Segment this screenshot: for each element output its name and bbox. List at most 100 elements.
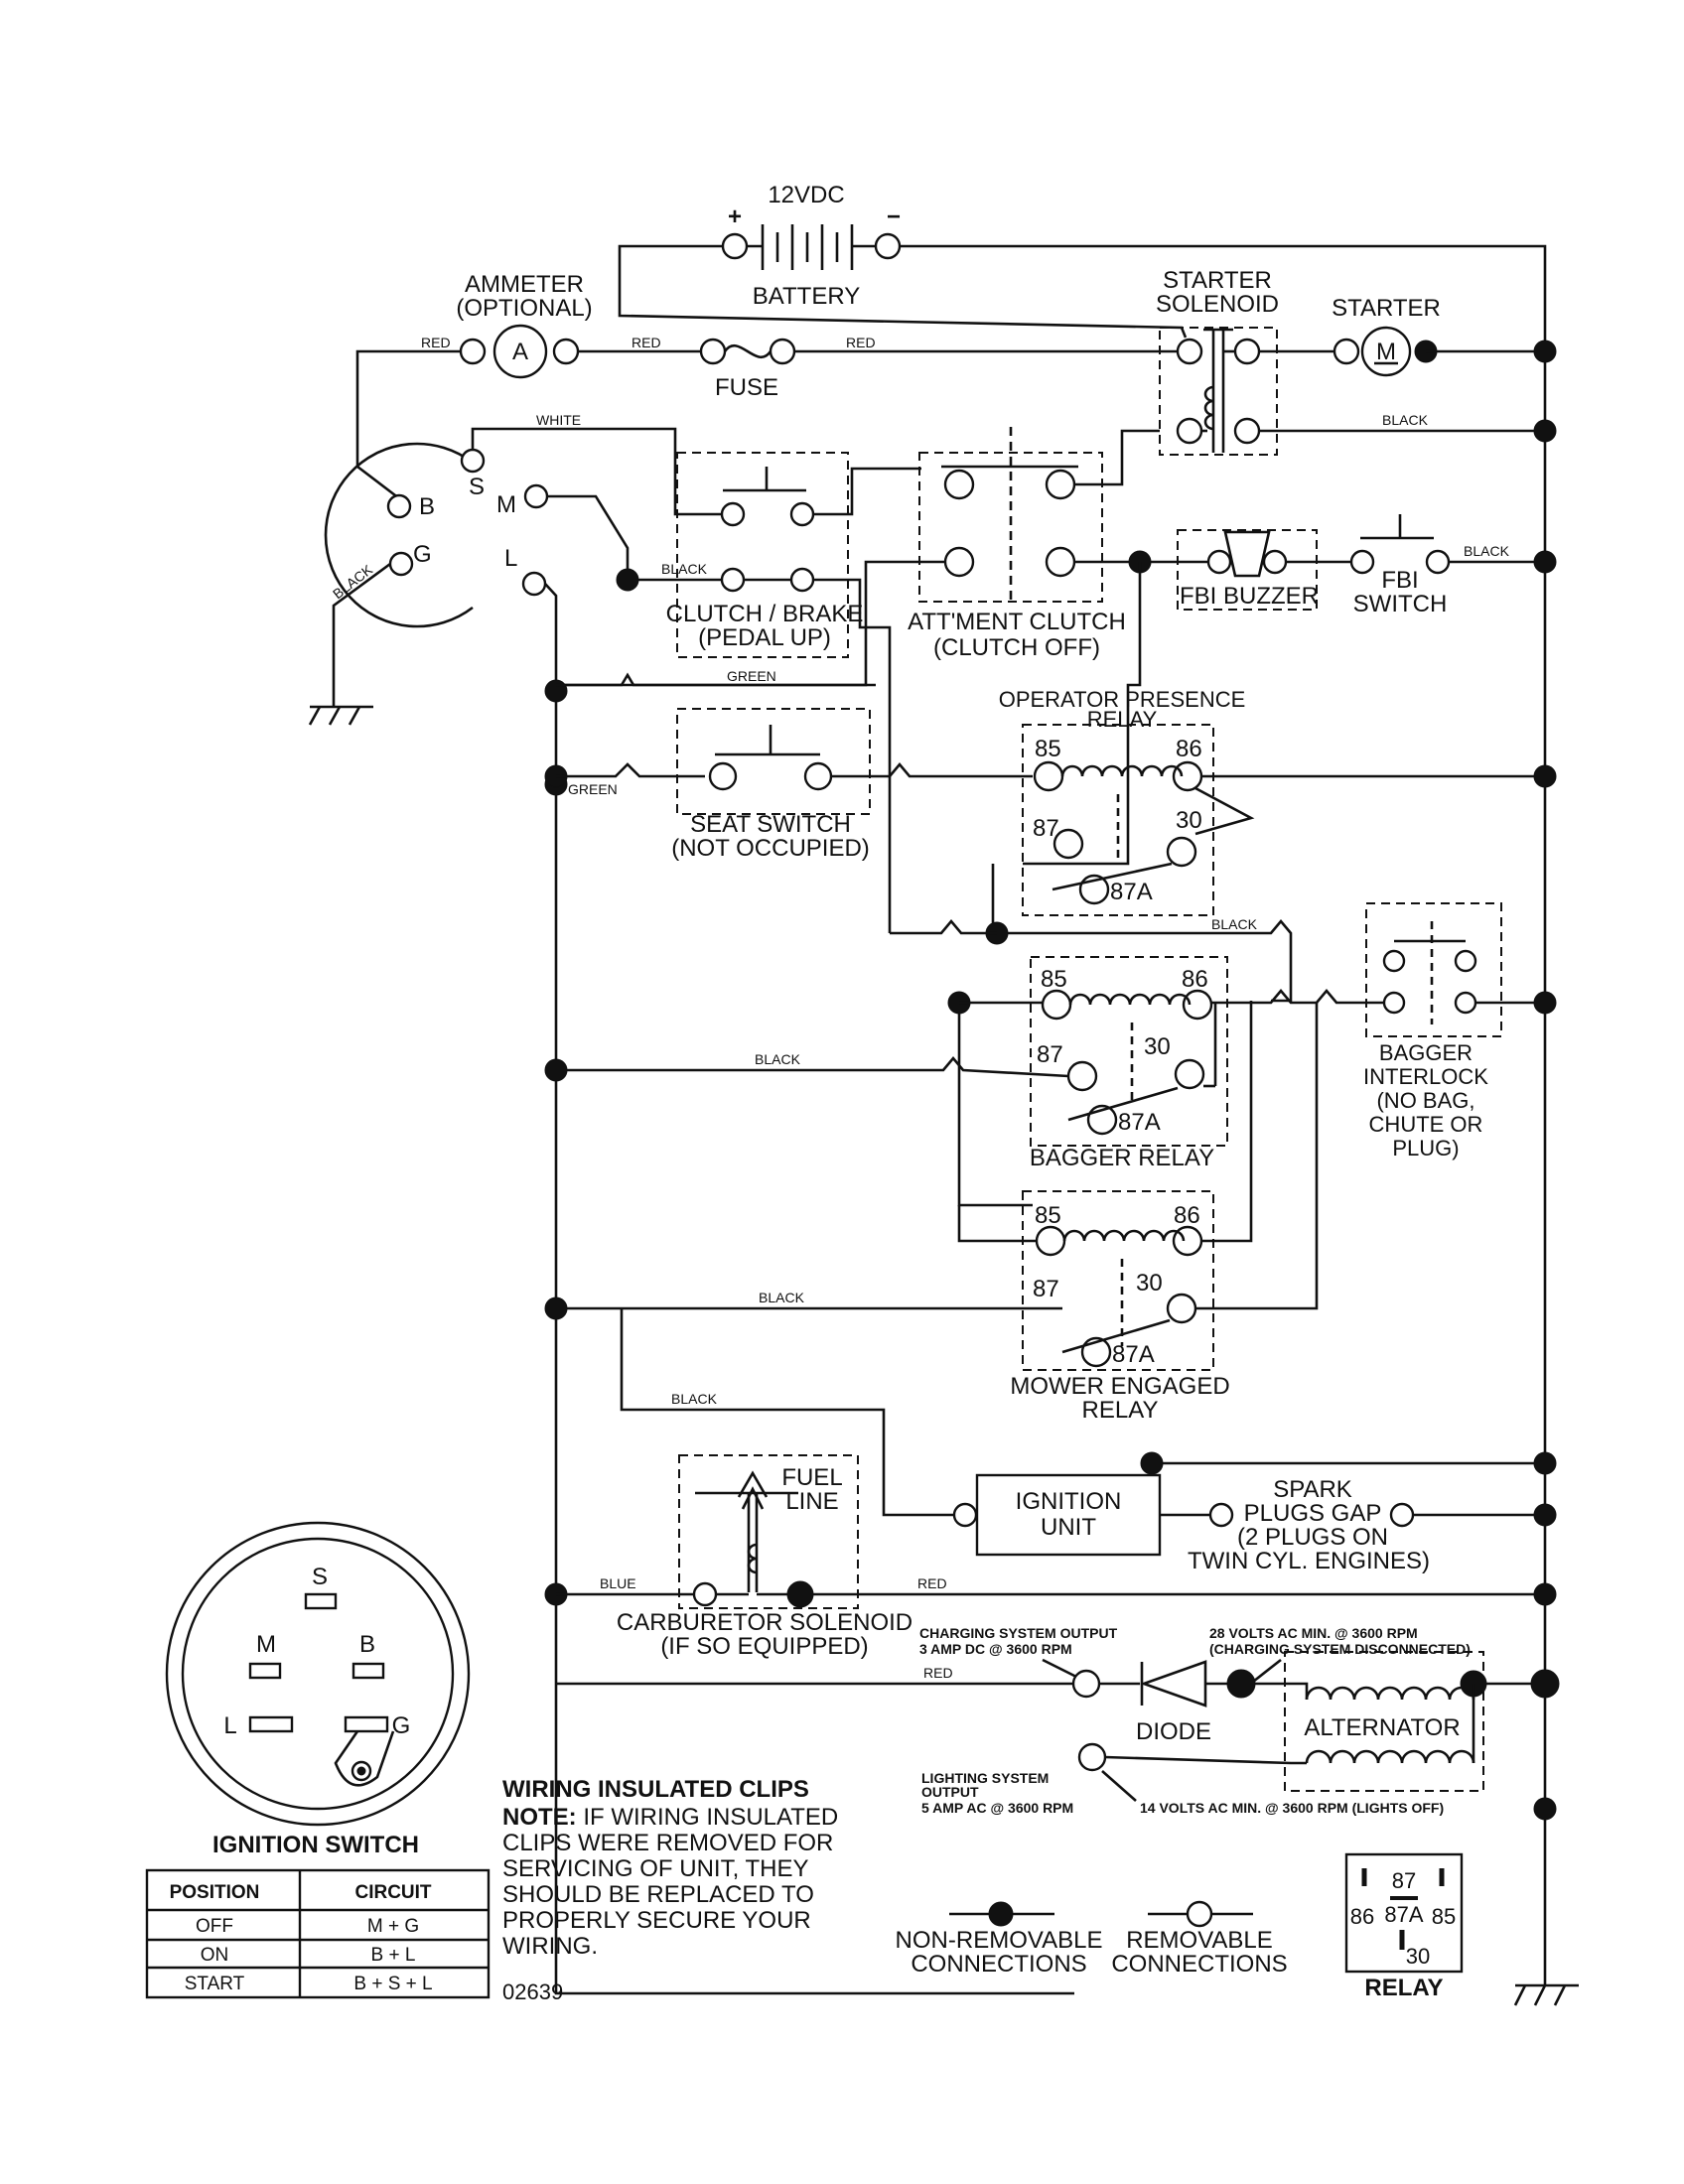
battery-voltage: 12VDC [768,182,844,208]
mower-relay-label-2: RELAY [1082,1397,1159,1424]
mower-pin-87a: 87A [1112,1341,1155,1368]
spark-plugs-label-4: TWIN CYL. ENGINES) [1188,1548,1430,1574]
wire-ground-bus [900,244,1547,1985]
battery-label: BATTERY [753,283,860,310]
carburetor-label: CARBURETOR SOLENOID [617,1609,912,1636]
seat-switch-label: SEAT SWITCH [690,811,851,838]
table-row-on-circuit: B + L [371,1945,416,1966]
wire-label-black-ignition: BLACK [671,1391,718,1407]
clips-note-line-5: PROPERLY SECURE YOUR [502,1907,811,1934]
wire-label-red-5: RED [923,1665,953,1681]
starter-solenoid-label: STARTER [1163,267,1272,294]
switch-face-l: L [223,1712,236,1739]
table-row-on-position: ON [201,1945,229,1966]
lighting-output-label-3: 5 AMP AC @ 3600 RPM [921,1800,1073,1816]
diode-label: DIODE [1136,1718,1211,1745]
alternator: ALTERNATOR [1284,1651,1484,1792]
wire-label-red-2: RED [632,335,661,350]
ignition-unit-label: IGNITION [1016,1488,1122,1515]
wire-label-green-2: GREEN [568,781,618,797]
fbi-switch-label-2: SWITCH [1353,591,1448,617]
bagger-interlock-label-4: CHUTE OR [1369,1112,1483,1137]
ignition-switch-schematic: S B M G L [324,442,549,628]
bagger-interlock-label-2: INTERLOCK [1363,1064,1488,1089]
operator-presence-relay: 85 86 87 30 87A OPERATOR PRESENCE RELAY [999,687,1246,916]
legend: NON-REMOVABLE CONNECTIONS REMOVABLE CONN… [896,1900,1288,1978]
ammeter-symbol: A [512,339,528,365]
relay-key-30: 30 [1406,1944,1430,1969]
attachment-clutch-switch: ATT'MENT CLUTCH (CLUTCH OFF) [908,427,1126,661]
fbi-switch-label: FBI [1381,567,1418,594]
mower-relay-label: MOWER ENGAGED [1010,1373,1229,1400]
starter-solenoid-label-2: SOLENOID [1156,291,1279,318]
fuse-label: FUSE [715,374,778,401]
mower-pin-85: 85 [1035,1202,1061,1229]
switch-face-b: B [359,1631,375,1658]
legend-removable-2: CONNECTIONS [1111,1951,1287,1978]
wire-label-black-opr: BLACK [1211,916,1258,932]
table-row-start-circuit: B + S + L [353,1974,432,1994]
bagger-relay-label: BAGGER RELAY [1030,1145,1214,1171]
wiring-clips-note: WIRING INSULATED CLIPS NOTE: IF WIRING I… [502,1776,838,2004]
mower-pin-86: 86 [1174,1202,1200,1229]
switch-face-g: G [392,1712,411,1739]
table-header-circuit: CIRCUIT [354,1882,431,1903]
diagram-number: 02639 [502,1979,563,2004]
attachment-clutch-label-2: (CLUTCH OFF) [933,634,1100,661]
opr-pin-86: 86 [1176,736,1202,762]
clips-note-line-1-text: IF WIRING INSULATED [577,1804,839,1831]
mower-pin-30: 30 [1136,1270,1163,1297]
spark-plugs: SPARK PLUGS GAP (2 PLUGS ON TWIN CYL. EN… [1188,1476,1430,1574]
legend-removable: REMOVABLE [1126,1927,1273,1954]
clips-note-line-1: NOTE: IF WIRING INSULATED [502,1804,838,1831]
carburetor-solenoid: FUEL LINE CARBURETOR SOLENOID (IF SO EQU… [617,1454,912,1660]
wire-label-white: WHITE [536,412,581,428]
ignition-unit-label-2: UNIT [1041,1514,1096,1541]
starter-label: STARTER [1332,295,1441,322]
table-row-off-circuit: M + G [367,1916,419,1937]
wire-label-black-bagger: BLACK [755,1051,801,1067]
ign-terminal-m: M [496,491,516,518]
clips-note-line-4: SHOULD BE REPLACED TO [502,1881,814,1908]
starter-motor-symbol: M [1376,339,1396,365]
carburetor-label-2: (IF SO EQUIPPED) [660,1633,868,1660]
battery-negative-terminal [874,232,902,260]
wire-label-black-starter: BLACK [1382,412,1429,428]
wire-battery-positive [618,244,1188,339]
battery-minus-sign: − [887,204,901,230]
opr-pin-30: 30 [1176,807,1202,834]
bagger-interlock: BAGGER INTERLOCK (NO BAG, CHUTE OR PLUG) [1363,902,1502,1160]
ammeter-label: AMMETER [465,271,584,298]
wire-label-green-1: GREEN [727,668,776,684]
bagger-pin-87: 87 [1037,1041,1063,1068]
wire-label-red-4: RED [917,1575,947,1591]
table-row-start-position: START [185,1974,245,1994]
wire-label-blue: BLUE [600,1575,636,1591]
mower-engaged-relay: 85 86 87 30 87A MOWER ENGAGED RELAY [1010,1190,1230,1424]
wire-label-black-clutch: BLACK [661,561,708,577]
starter-solenoid: STARTER SOLENOID [1156,267,1279,456]
operator-relay-label: OPERATOR PRESENCE [999,687,1246,712]
seat-switch-label-2: (NOT OCCUPIED) [671,835,870,862]
relay-key-label: RELAY [1364,1975,1443,2001]
clips-note-line-2: CLIPS WERE REMOVED FOR [502,1830,833,1856]
mower-pin-87: 87 [1033,1276,1059,1302]
clutch-brake-switch: CLUTCH / BRAKE (PEDAL UP) [666,452,863,658]
bagger-pin-30: 30 [1144,1033,1171,1060]
clips-note-line-3: SERVICING OF UNIT, THEY [502,1855,809,1882]
relay-key: 87 86 87A 85 30 RELAY [1344,1852,1464,2001]
opr-pin-87: 87 [1033,815,1059,842]
table-row-off-position: OFF [196,1916,233,1937]
legend-nonremovable: NON-REMOVABLE [896,1927,1103,1954]
legend-nonremovable-2: CONNECTIONS [911,1951,1086,1978]
lights-off-label: 14 VOLTS AC MIN. @ 3600 RPM (LIGHTS OFF) [1140,1800,1444,1816]
clips-note-prefix: NOTE: [502,1804,577,1831]
fuel-line-label-2: LINE [785,1488,838,1515]
switch-face-s: S [312,1564,328,1590]
ign-terminal-g: G [413,541,432,568]
diode: DIODE [1099,1660,1256,1745]
bagger-relay: 85 86 87 30 87A BAGGER RELAY [1030,956,1228,1171]
relay-key-86: 86 [1350,1904,1374,1929]
opr-pin-87a: 87A [1110,879,1153,905]
